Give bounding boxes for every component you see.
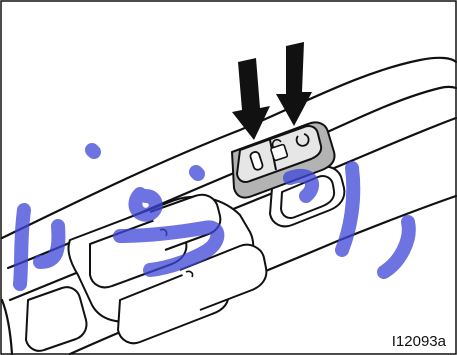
- figure-code: I12093a: [392, 333, 447, 350]
